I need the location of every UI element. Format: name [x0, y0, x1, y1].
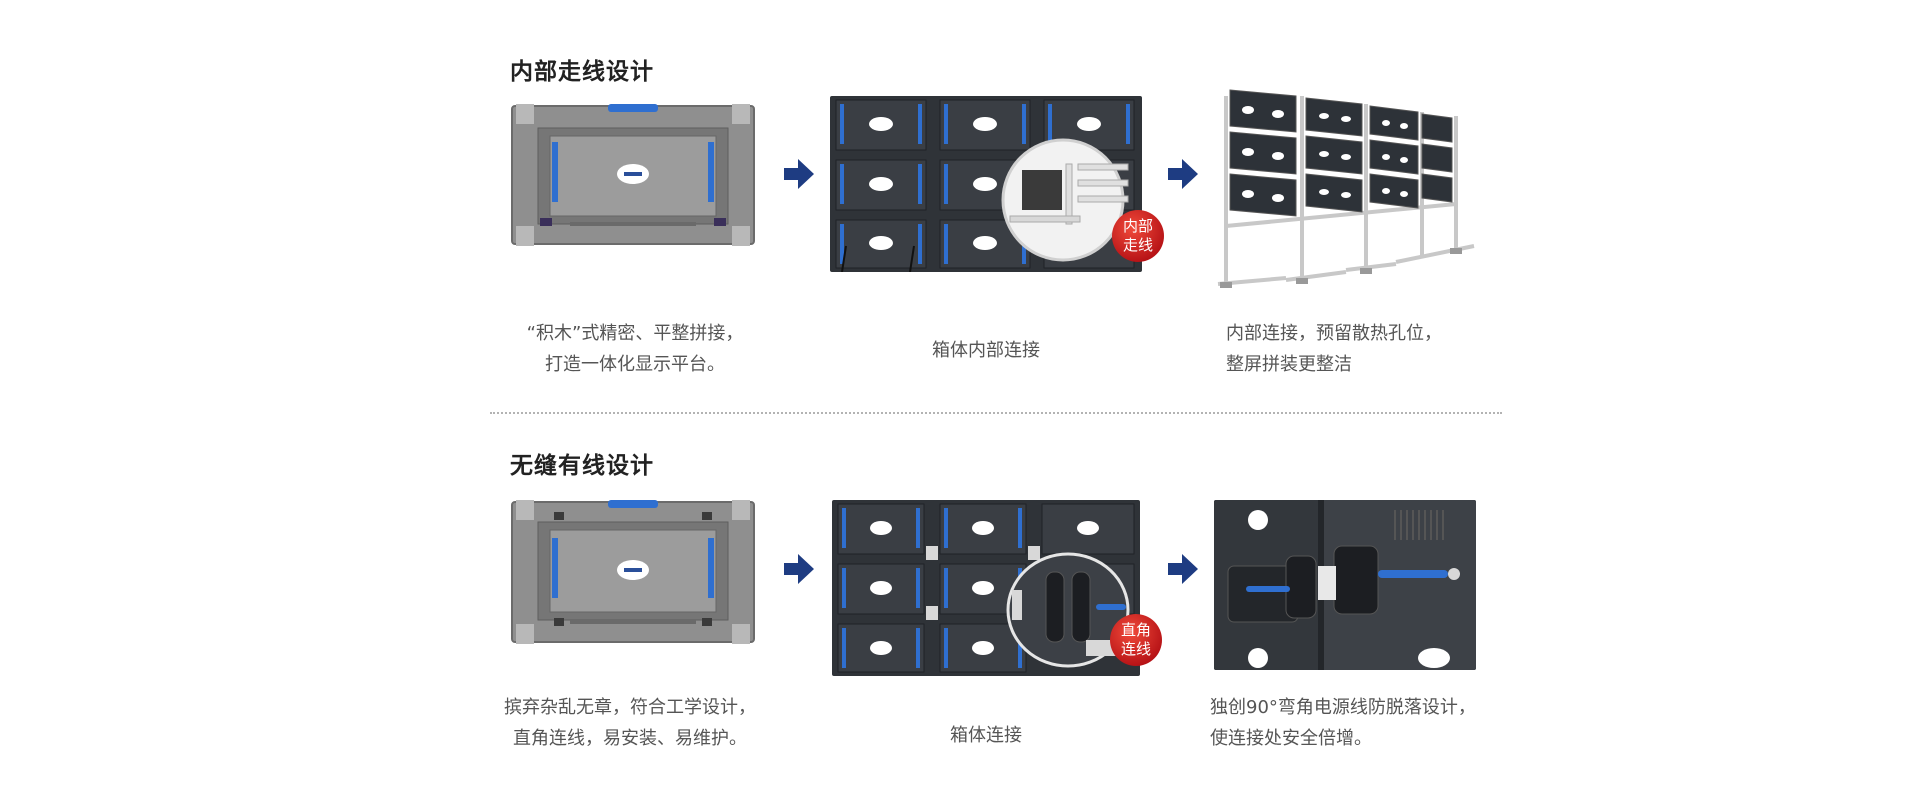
- section-divider: [490, 412, 1502, 414]
- caption-block-internal-connection: 箱体内部连接: [880, 335, 1092, 366]
- caption-block-cabinet-connection: 箱体连接: [890, 720, 1082, 751]
- arrow-right-icon: [1166, 552, 1200, 586]
- caption-block-right-angle-power: 独创90°弯角电源线防脱落设计， 使连接处安全倍增。: [1210, 692, 1510, 754]
- caption-block-ergonomic-design: 摈弃杂乱无章，符合工学设计， 直角连线，易安装、易维护。: [490, 692, 770, 754]
- badge-line-1: 内部: [1122, 217, 1153, 235]
- arrow-right-icon: [1166, 157, 1200, 191]
- caption-line: 整屏拼装更整洁: [1226, 354, 1352, 375]
- caption-line: 打造一体化显示平台。: [545, 354, 725, 375]
- badge-line-2: 走线: [1122, 236, 1153, 254]
- caption-line: 独创90°弯角电源线防脱落设计，: [1210, 697, 1476, 718]
- internal-wiring-badge: 内部 走线: [1110, 208, 1166, 264]
- power-cable-closeup-image: [1214, 500, 1476, 670]
- caption-line: 直角连线，易安装、易维护。: [513, 728, 747, 749]
- caption-line: 箱体连接: [950, 725, 1022, 746]
- badge-line-1: 直角: [1120, 621, 1151, 639]
- led-wall-rack-image: [1216, 86, 1478, 296]
- cabinet-internal-connection-image: [830, 96, 1142, 272]
- caption-line: 箱体内部连接: [932, 340, 1040, 361]
- caption-block-seamless-splicing: “积木”式精密、平整拼接， 打造一体化显示平台。: [510, 318, 760, 380]
- badge-line-2: 连线: [1120, 640, 1151, 658]
- caption-line: “积木”式精密、平整拼接，: [526, 323, 744, 344]
- arrow-right-icon: [782, 552, 816, 586]
- right-angle-wiring-badge: 直角 连线: [1108, 612, 1164, 668]
- section-title-internal-wiring: 内部走线设计: [510, 59, 654, 85]
- cabinet-rear-image: [510, 102, 756, 248]
- caption-line: 使连接处安全倍增。: [1210, 728, 1372, 749]
- caption-block-heat-dissipation: 内部连接，预留散热孔位， 整屏拼装更整洁: [1226, 318, 1476, 380]
- arrow-right-icon: [782, 157, 816, 191]
- section-title-seamless-wired: 无缝有线设计: [510, 453, 654, 479]
- caption-line: 摈弃杂乱无章，符合工学设计，: [504, 697, 756, 718]
- cabinet-rear-image: [510, 498, 756, 646]
- cabinet-connection-image: [832, 500, 1140, 676]
- caption-line: 内部连接，预留散热孔位，: [1226, 323, 1442, 344]
